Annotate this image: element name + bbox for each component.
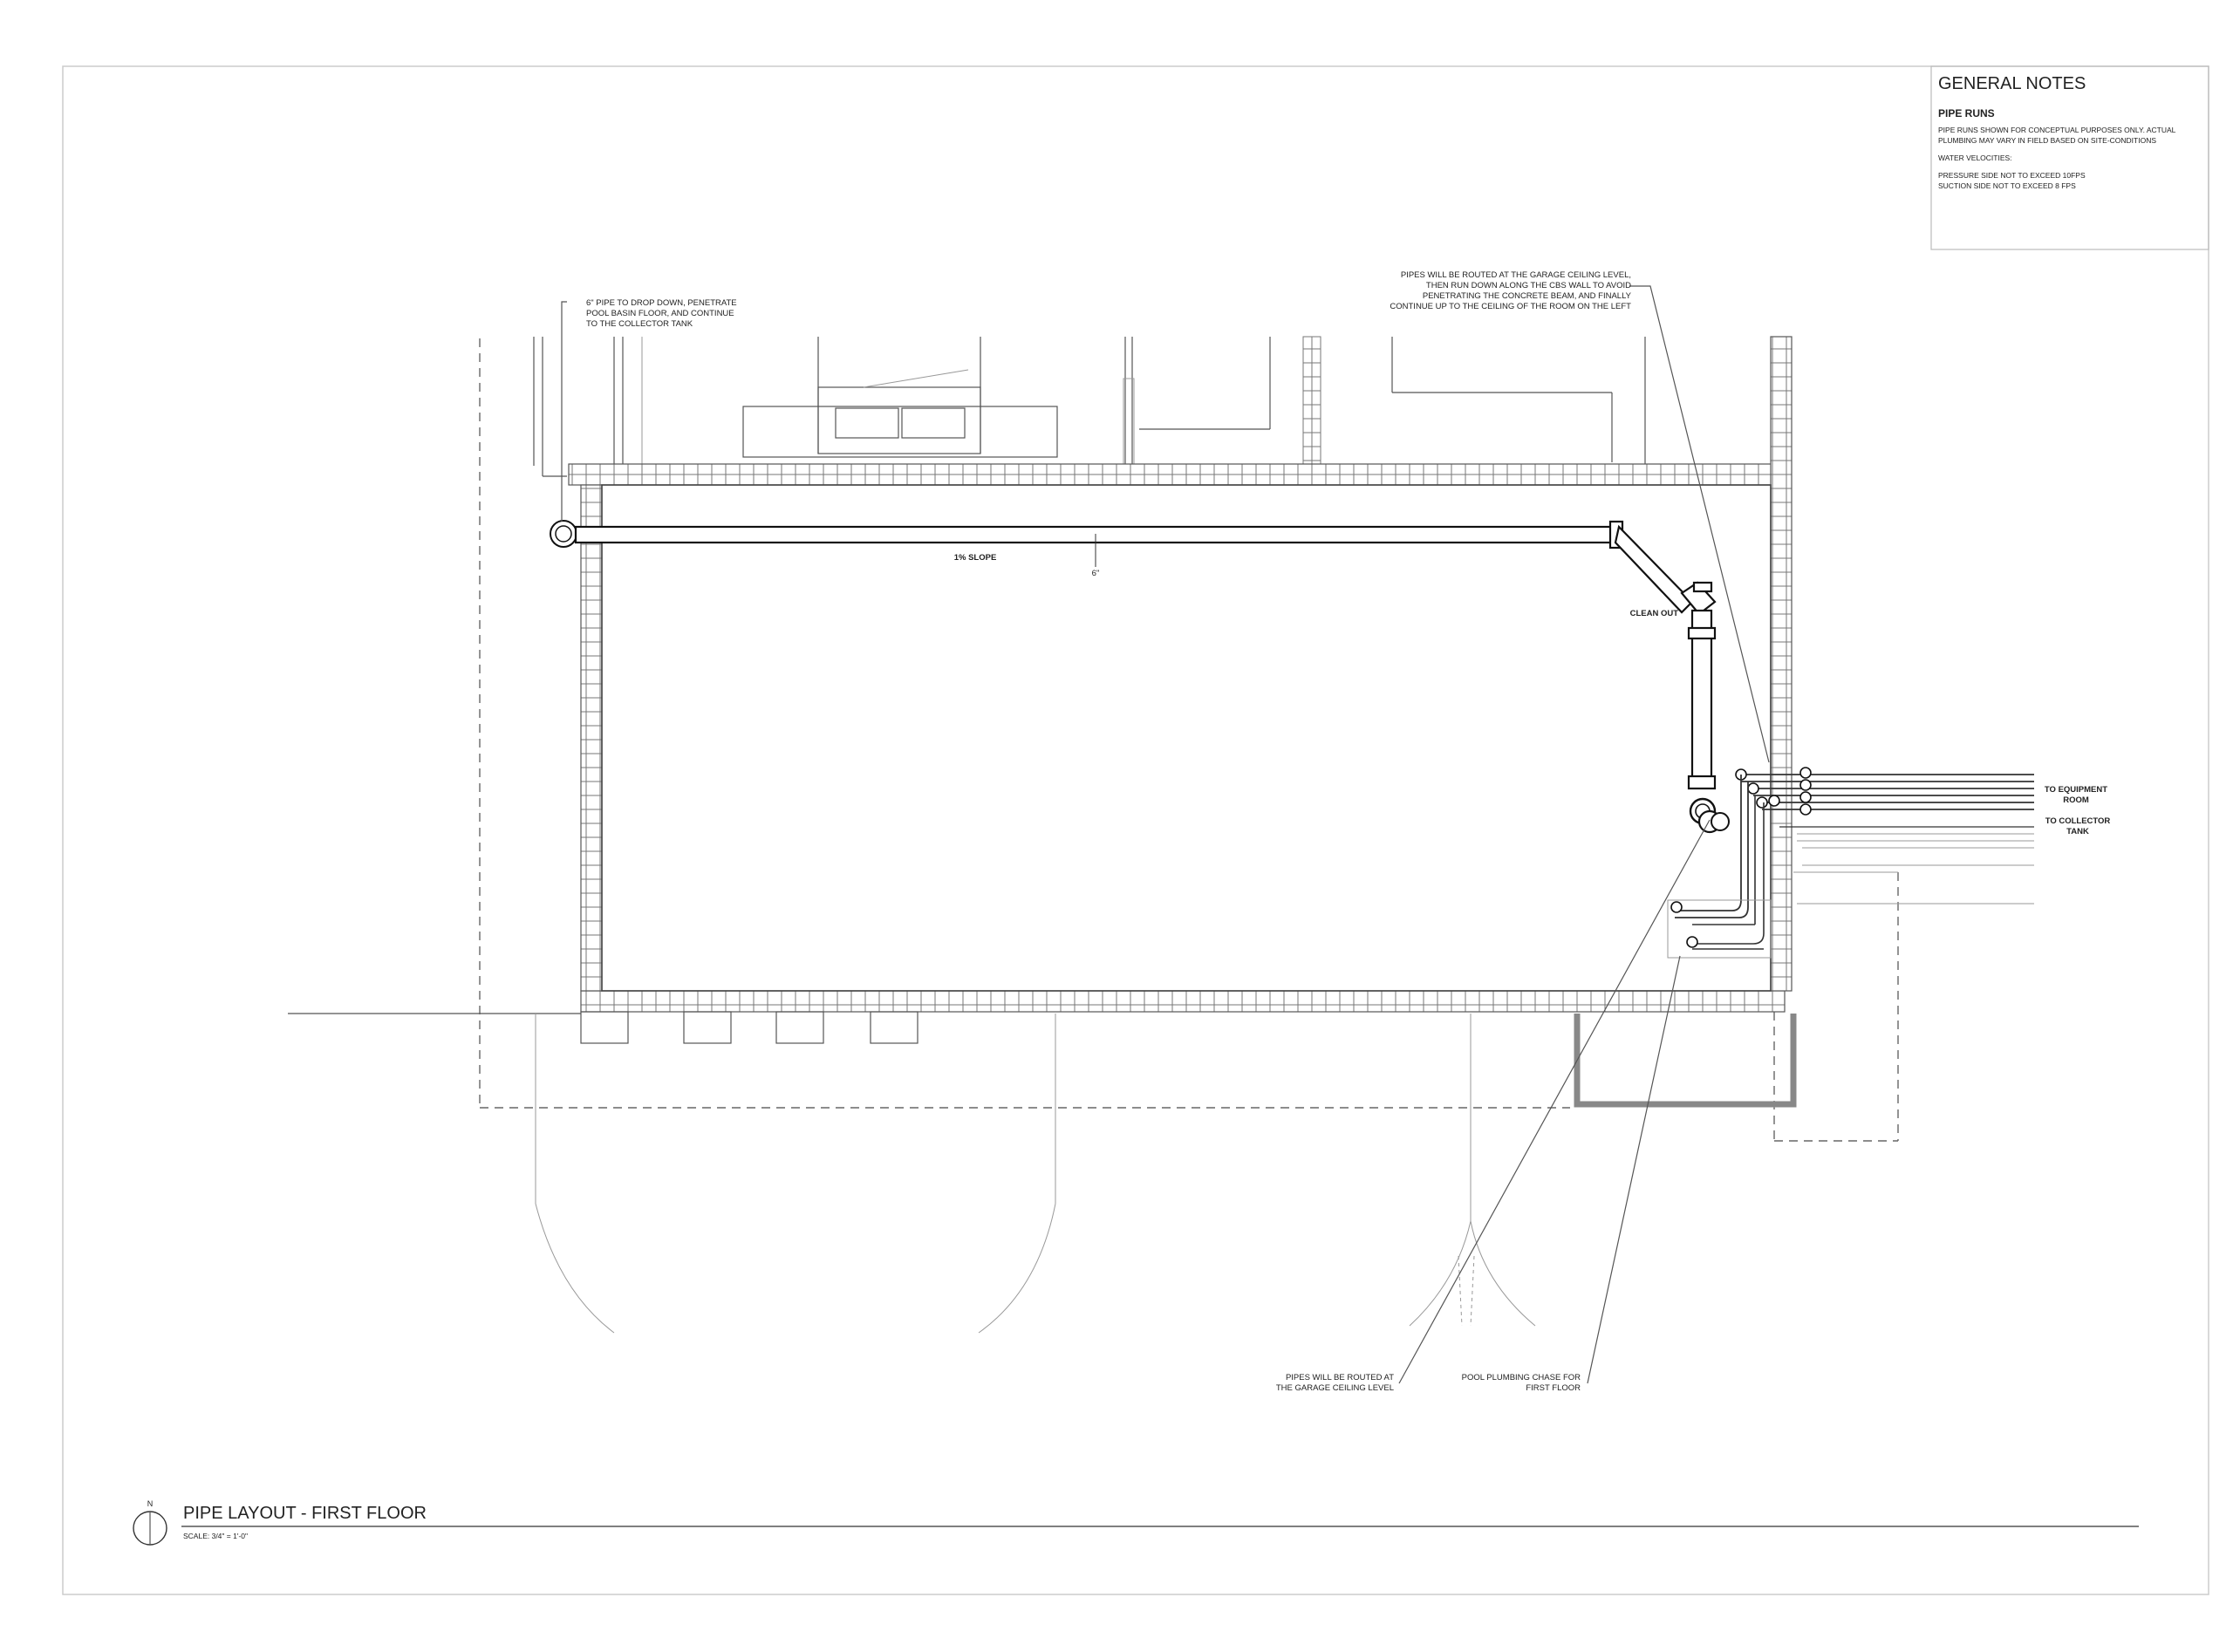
note-line-4: WATER VELOCITIES: <box>1938 154 2012 162</box>
pipe-runs-heading: PIPE RUNS <box>1938 107 1995 119</box>
svg-text:6" PIPE TO DROP DOWN, PENETRAT: 6" PIPE TO DROP DOWN, PENETRATE <box>586 298 737 308</box>
note-line-2: PLUMBING MAY VARY IN FIELD BASED ON SITE… <box>1938 136 2156 145</box>
callout-garage-ceiling: PIPES WILL BE ROUTED AT THE GARAGE CEILI… <box>1276 1373 1394 1393</box>
ground-and-doors <box>288 1013 1536 1334</box>
callout-leaders <box>561 285 1770 1384</box>
title-block: N PIPE LAYOUT - FIRST FLOOR SCALE: 3/4" … <box>133 1499 2139 1546</box>
svg-text:FIRST FLOOR: FIRST FLOOR <box>1526 1383 1581 1393</box>
svg-text:POOL PLUMBING CHASE FOR: POOL PLUMBING CHASE FOR <box>1462 1373 1581 1382</box>
building-context-upper <box>533 336 1646 477</box>
plumbing-chase <box>1574 1014 1797 1108</box>
note-line-6: PRESSURE SIDE NOT TO EXCEED 10FPS <box>1938 171 2086 180</box>
pool-basin <box>568 336 1793 1044</box>
svg-text:PENETRATING THE CONCRETE BEAM,: PENETRATING THE CONCRETE BEAM, AND FINAL… <box>1423 291 1632 301</box>
svg-text:TO EQUIPMENT: TO EQUIPMENT <box>2045 785 2107 795</box>
svg-text:POOL BASIN FLOOR, AND CONTINUE: POOL BASIN FLOOR, AND CONTINUE <box>586 309 734 318</box>
slope-label: 1% SLOPE <box>954 553 997 563</box>
svg-text:THEN RUN DOWN ALONG THE CBS WA: THEN RUN DOWN ALONG THE CBS WALL TO AVOI… <box>1426 281 1631 290</box>
svg-text:TO COLLECTOR: TO COLLECTOR <box>2045 816 2111 826</box>
note-line-7: SUCTION SIDE NOT TO EXCEED 8 FPS <box>1938 181 2076 190</box>
to-collector-tank-label: TO COLLECTOR TANK <box>2045 816 2111 836</box>
svg-text:CONTINUE UP TO THE CEILING OF: CONTINUE UP TO THE CEILING OF THE ROOM O… <box>1390 302 1631 311</box>
general-notes-title: GENERAL NOTES <box>1938 74 2086 93</box>
callout-garage-route: PIPES WILL BE ROUTED AT THE GARAGE CEILI… <box>1390 270 1631 311</box>
dashed-outline <box>479 338 1899 1142</box>
callout-drop-down: 6" PIPE TO DROP DOWN, PENETRATE POOL BAS… <box>586 298 737 329</box>
to-equipment-room-label: TO EQUIPMENT ROOM <box>2045 785 2107 805</box>
clean-out-label: CLEAN OUT <box>1630 609 1679 618</box>
note-line-1: PIPE RUNS SHOWN FOR CONCEPTUAL PURPOSES … <box>1938 126 2176 134</box>
svg-text:TANK: TANK <box>2066 827 2089 836</box>
svg-text:PIPES WILL BE ROUTED AT: PIPES WILL BE ROUTED AT <box>1286 1373 1394 1382</box>
svg-text:TO THE COLLECTOR TANK: TO THE COLLECTOR TANK <box>586 319 693 329</box>
svg-text:ROOM: ROOM <box>2063 795 2089 805</box>
north-label: N <box>147 1499 154 1508</box>
pipe-size-label: 6" <box>1092 569 1100 578</box>
svg-text:PIPES WILL BE ROUTED AT THE GA: PIPES WILL BE ROUTED AT THE GARAGE CEILI… <box>1401 270 1631 280</box>
svg-text:THE GARAGE CEILING LEVEL: THE GARAGE CEILING LEVEL <box>1276 1383 1394 1393</box>
callout-chase: POOL PLUMBING CHASE FOR FIRST FLOOR <box>1462 1373 1581 1393</box>
drawing-title: PIPE LAYOUT - FIRST FLOOR <box>183 1504 427 1523</box>
main-pipe-run <box>550 520 1730 834</box>
equipment-pipe-bundle <box>1667 767 2034 959</box>
drop-down-pipe-icon <box>550 520 577 548</box>
drawing-scale: SCALE: 3/4" = 1'-0" <box>183 1532 248 1540</box>
sheet-border <box>62 65 2209 1595</box>
general-notes-box: GENERAL NOTES PIPE RUNS PIPE RUNS SHOWN … <box>1930 65 2209 250</box>
